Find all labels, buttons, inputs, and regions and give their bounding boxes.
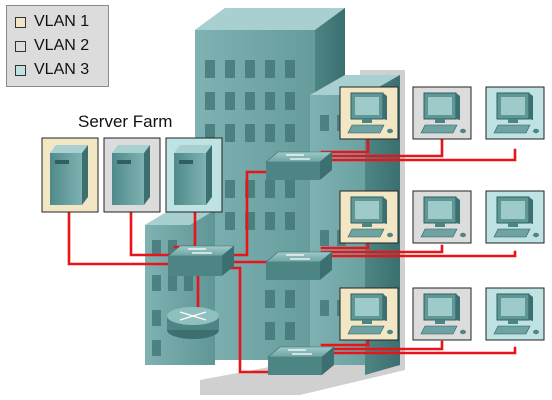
legend-swatch-vlan3 <box>15 64 26 76</box>
switch-arrows-icon <box>286 254 310 260</box>
floor-switch-top[interactable] <box>265 151 333 180</box>
workstation[interactable] <box>412 86 472 140</box>
floor-switch-middle[interactable] <box>265 251 333 280</box>
legend-item-vlan1: VLAN 1 <box>15 12 89 32</box>
server-farm-title: Server Farm <box>78 112 173 131</box>
workstation[interactable] <box>339 190 399 244</box>
link-mid-ws3 <box>320 250 517 258</box>
legend-swatch-vlan1 <box>15 16 26 28</box>
computer-icon <box>420 293 466 335</box>
workstation[interactable] <box>339 287 399 341</box>
vlan-legend: VLAN 1 VLAN 2 VLAN 3 <box>6 5 109 87</box>
server-icon <box>50 145 88 205</box>
link-bot-ws2 <box>320 340 444 351</box>
link-server-2 <box>129 210 172 257</box>
server-vlan1[interactable] <box>41 137 99 213</box>
server-icon <box>174 145 212 205</box>
legend-label-vlan1: VLAN 1 <box>34 13 90 30</box>
floor-switch-bottom[interactable] <box>267 346 335 375</box>
switch-arrows-icon <box>188 248 212 254</box>
link-top-ws3 <box>320 148 517 162</box>
workstation-grid <box>339 86 545 341</box>
link-bot-ws3 <box>320 346 517 355</box>
core-switch[interactable] <box>167 245 235 276</box>
legend-label-vlan3: VLAN 3 <box>34 61 90 78</box>
legend-label-vlan2: VLAN 2 <box>34 37 90 54</box>
server-vlan2[interactable] <box>103 137 161 213</box>
switch-arrows-icon <box>286 154 310 160</box>
workstation[interactable] <box>485 86 545 140</box>
legend-item-vlan3: VLAN 3 <box>15 60 89 80</box>
link-server-1 <box>67 210 172 266</box>
computer-icon <box>347 92 393 134</box>
server-farm <box>41 137 223 213</box>
computer-icon <box>347 196 393 238</box>
computer-icon <box>493 196 539 238</box>
link-top-ws2 <box>320 138 444 158</box>
workstation[interactable] <box>412 287 472 341</box>
computer-icon <box>493 293 539 335</box>
router-icon[interactable] <box>167 307 219 339</box>
switch-arrows-icon <box>288 349 312 355</box>
link-top-ws1 <box>320 136 370 154</box>
workstation[interactable] <box>485 287 545 341</box>
server-vlan3[interactable] <box>165 137 223 213</box>
workstation[interactable] <box>412 190 472 244</box>
computer-icon <box>420 196 466 238</box>
workstation[interactable] <box>485 190 545 244</box>
link-core-bottom <box>230 266 272 374</box>
legend-item-vlan2: VLAN 2 <box>15 36 89 56</box>
server-icon <box>112 145 150 205</box>
link-core-top <box>230 170 270 257</box>
link-mid-ws2 <box>320 244 444 254</box>
workstation[interactable] <box>339 86 399 140</box>
computer-icon <box>420 92 466 134</box>
legend-swatch-vlan2 <box>15 40 26 52</box>
computer-icon <box>493 92 539 134</box>
computer-icon <box>347 293 393 335</box>
